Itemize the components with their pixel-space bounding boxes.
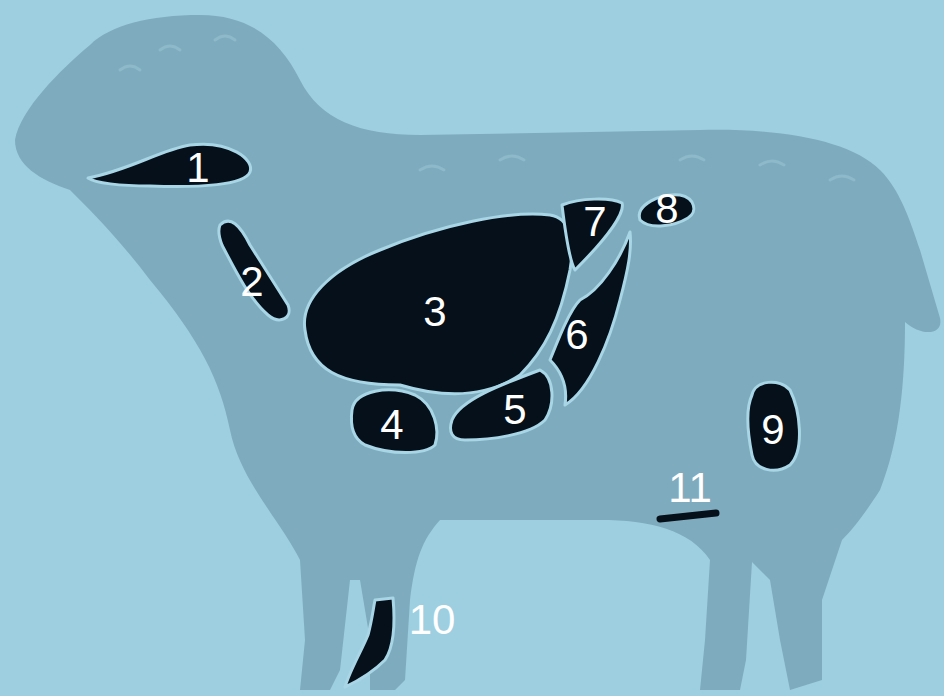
region-fill: [351, 390, 436, 453]
region-fill: [219, 221, 289, 320]
region-fill: [451, 370, 552, 440]
region-shape: [444, 364, 562, 446]
body-part-region: 10: [338, 590, 463, 692]
wool-curl: [420, 166, 444, 170]
sheep-silhouette: [15, 15, 940, 690]
callout-number: 1: [186, 147, 209, 189]
wool-curl: [160, 46, 180, 50]
callout-number: 6: [565, 314, 588, 356]
body-part-region: 7: [555, 192, 629, 276]
callout-number: 9: [761, 409, 784, 451]
callout-number: 4: [380, 404, 403, 446]
region-fill: [88, 144, 251, 186]
region-shape: [80, 138, 260, 193]
region-line: [660, 513, 716, 519]
body-part-region: 9: [740, 372, 810, 480]
callout-number: 5: [503, 389, 526, 431]
callout-number: 2: [240, 261, 263, 303]
callout-number: 10: [409, 599, 456, 641]
region-fill: [345, 598, 394, 687]
wool-curl: [120, 66, 140, 70]
wool-curl: [760, 161, 784, 165]
body-part-region: 2: [212, 212, 298, 330]
callout-number: 8: [655, 188, 678, 230]
region-fill: [550, 232, 631, 405]
wool-curl: [215, 36, 235, 40]
callout-number: 3: [423, 291, 446, 333]
wool-curl: [830, 176, 854, 180]
wool-curl: [680, 156, 704, 160]
region-fill: [748, 382, 800, 470]
region-fill: [304, 214, 571, 394]
callout-number: 7: [583, 201, 606, 243]
wool-curl: [500, 156, 524, 160]
region-fill: [562, 199, 622, 270]
body-part-region: 8: [632, 188, 704, 232]
callout-number: 11: [668, 467, 712, 509]
body-part-region: 5: [444, 364, 562, 446]
body-part-region: 4: [346, 382, 444, 460]
body-part-region: 1: [80, 138, 260, 193]
body-part-region: 11: [652, 464, 724, 524]
